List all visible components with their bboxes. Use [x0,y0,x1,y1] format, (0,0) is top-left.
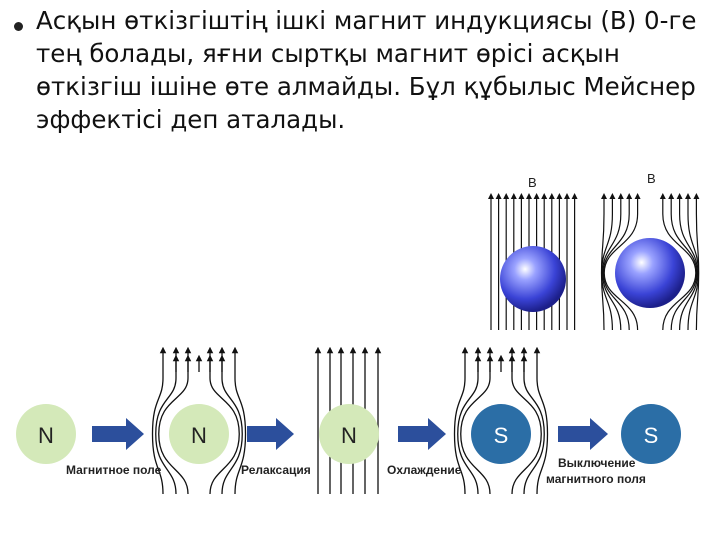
field-line [676,193,699,331]
process-arrow-2 [247,418,294,450]
step-label-1: Магнитное поле [66,463,162,477]
sphere-normal [500,246,566,312]
step-label-2: Релаксация [241,463,311,477]
field-line-stage-4 [453,346,469,495]
ball-4 [471,404,531,464]
ball-1 [16,404,76,464]
ball-5-label: S [644,423,659,448]
bullet-block: Асқын өткізгіштің ішкі магнит индукциясы… [14,4,704,136]
ball-1-label: N [38,423,54,448]
field-line-stage-2 [155,346,180,495]
field-line [659,193,697,331]
field-line-stage-2 [151,346,167,495]
field-lines-expelled [600,193,700,331]
field-line [693,193,700,331]
ball-3 [319,404,379,464]
process-arrow-1 [92,418,144,450]
process-arrow-3 [398,418,446,450]
field-line-stage-4 [508,346,542,495]
field-line [601,193,624,331]
process-arrow-4 [558,418,608,450]
field-line [603,193,641,331]
step-label-3: Охлаждение [387,463,462,477]
field-line-stage-4 [533,346,549,495]
field-line-stage-2 [231,346,247,495]
ball-4-label: S [494,423,509,448]
field-line-stage-2 [218,346,243,495]
ball-2 [169,404,229,464]
field-line-stage-2 [206,346,240,495]
ball-2-label: N [191,423,207,448]
bullet-point [14,22,23,31]
ball-5 [621,404,681,464]
ball-3-label: N [341,423,357,448]
field-line-stage-4 [457,346,482,495]
top-left-label: B [528,175,537,190]
top-left-figure: B [488,175,578,330]
field-line-stage-4 [460,346,494,495]
field-line [602,193,633,331]
sphere-superconducting [615,238,685,308]
description-text: Асқын өткізгіштің ішкі магнит индукциясы… [36,6,697,134]
step-label-4-line-1: Выключение [558,456,636,470]
field-line-stage-2 [158,346,192,495]
step-label-4: Выключение магнитного поля [546,456,646,486]
step-label-4-line-2: магнитного поля [546,472,646,486]
bottom-sequence: N N N S S Магнитное поле Релаксация Охла… [16,346,681,495]
field-line-stage-4 [520,346,545,495]
top-right-label: B [647,171,656,186]
field-line [668,193,698,331]
top-right-figure: B [600,171,700,331]
field-line [601,193,616,331]
